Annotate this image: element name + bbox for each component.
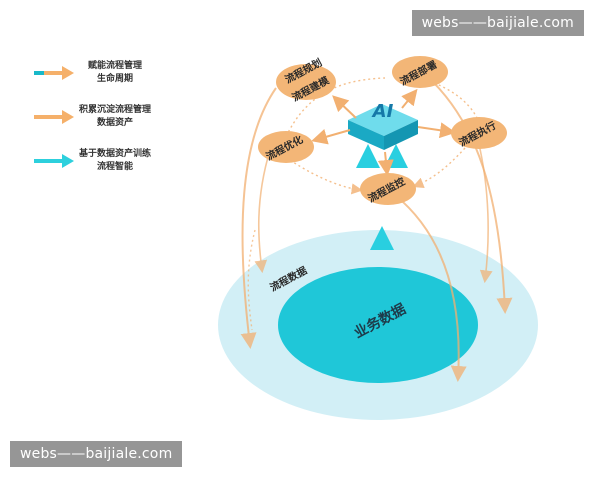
ai-to-design	[332, 95, 357, 119]
legend-item-3-line2: 流程智能	[96, 162, 133, 172]
node-monitor: 流程监控	[360, 173, 416, 205]
ai-to-optimize	[311, 129, 351, 145]
dotted-optimize-monitor	[289, 159, 363, 195]
legend-item-2-line1: 积累沉淀流程管理	[78, 105, 151, 115]
watermark-bottom: webs——baijiale.com	[10, 441, 183, 467]
legend-item-1-line1: 赋能流程管理	[87, 61, 142, 71]
watermark-top: webs——baijiale.com	[411, 10, 584, 36]
arc-monitor-down	[394, 194, 467, 382]
ai-to-monitor	[377, 151, 394, 176]
ai-platform-box: AI	[348, 101, 418, 150]
arc-execute-down	[477, 139, 493, 284]
node-optimize: 流程优化	[258, 131, 314, 163]
ai-to-deploy	[401, 88, 418, 109]
legend-item-2: 积累沉淀流程管理 数据资产	[60, 104, 170, 130]
legend-item-3: 基于数据资产训练 流程智能	[60, 148, 170, 174]
legend-arrow-1	[34, 66, 74, 80]
arc-optimize-down	[254, 149, 271, 274]
node-execute: 流程执行	[451, 117, 507, 149]
dotted-left-down	[247, 229, 256, 331]
node-deploy: 流程部署	[392, 56, 448, 88]
arc-design-down	[240, 87, 277, 349]
legend-arrow-3	[34, 154, 74, 168]
node-design: 流程规划 流程建模	[276, 56, 336, 104]
ai-to-execute	[417, 122, 456, 139]
dotted-execute-monitor	[412, 147, 466, 189]
legend-item-2-line2: 数据资产	[96, 118, 133, 128]
legend-arrow-2	[34, 110, 74, 124]
ai-logo: AI	[371, 101, 394, 122]
legend-item-3-line1: 基于数据资产训练	[78, 149, 151, 159]
legend-item-1: 赋能流程管理 生命周期	[60, 60, 170, 86]
legend-item-1-line2: 生命周期	[96, 74, 133, 84]
business-data-disc	[278, 267, 478, 383]
